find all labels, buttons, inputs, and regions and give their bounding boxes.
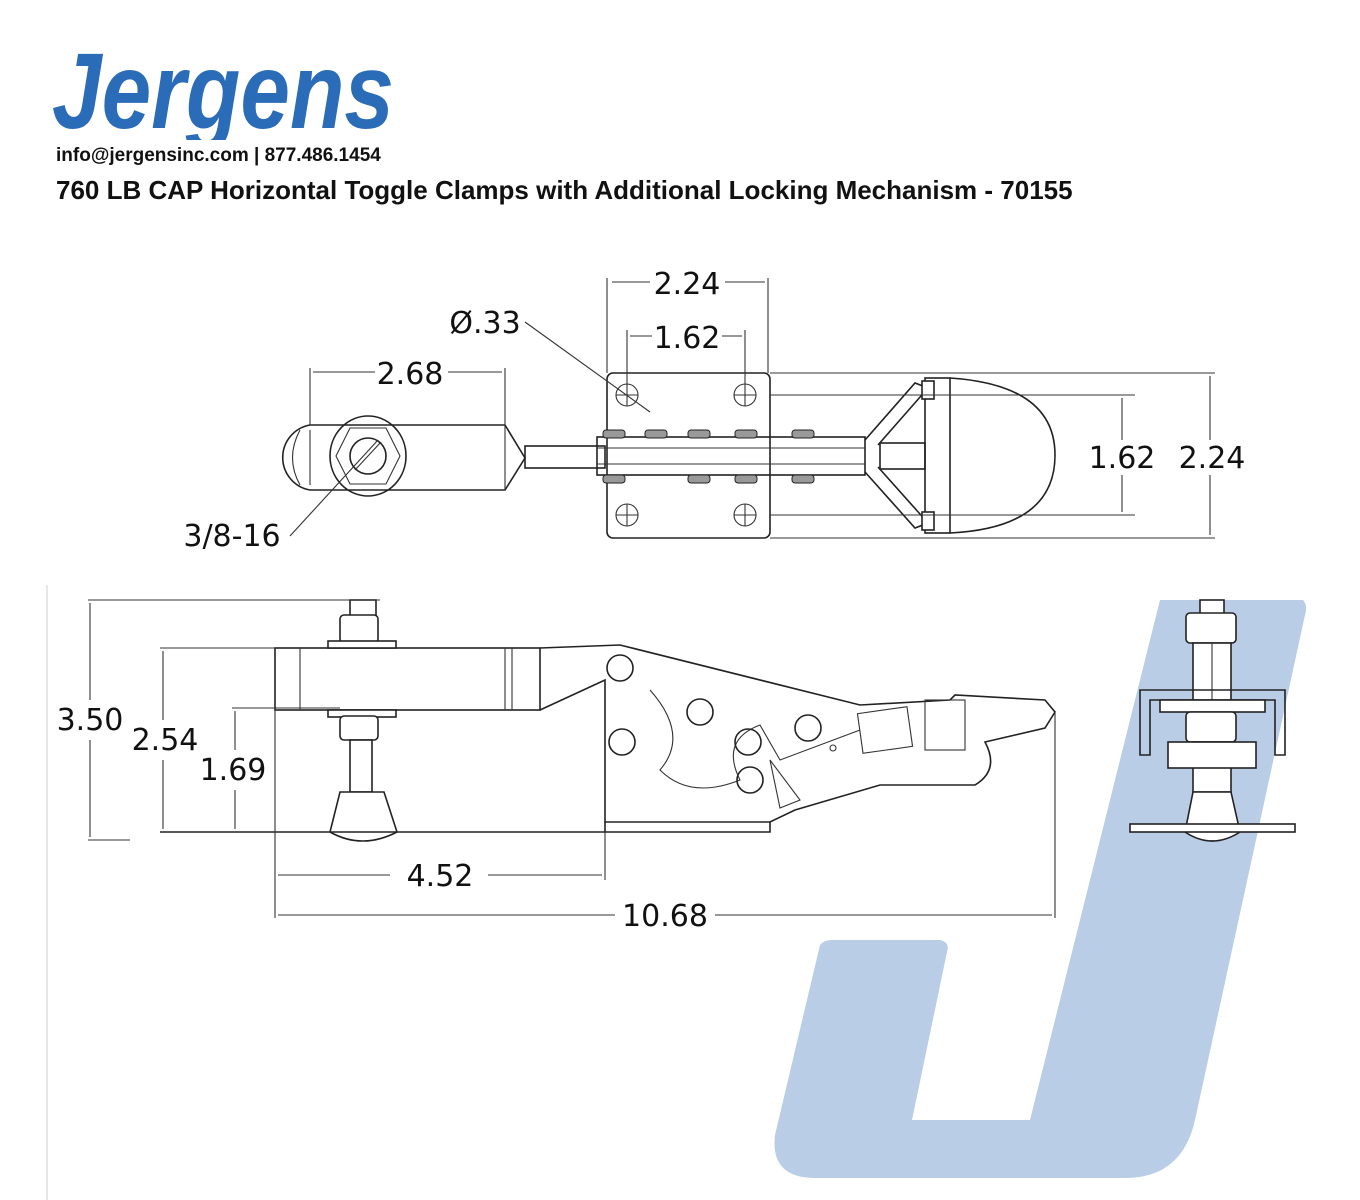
- dim-thread: 3/8-16: [183, 519, 280, 554]
- svg-text:Jergens: Jergens: [52, 40, 394, 140]
- top-view: 2.24 1.62 Ø.33 2.68 3/8-16 1.62 2.24: [183, 267, 1245, 554]
- jergens-logo: Jergens: [52, 40, 394, 140]
- dim-arm-height: 2.54: [132, 723, 199, 758]
- dim-hole-diameter: Ø.33: [449, 306, 520, 341]
- dim-plate-width: 2.24: [654, 267, 721, 302]
- dim-spindle-height: 1.69: [200, 753, 267, 788]
- side-view: 3.50 2.54 1.69 4.52 10.68: [57, 599, 1056, 934]
- dim-hole-spacing-x: 1.62: [654, 321, 721, 356]
- dim-overall-length: 10.68: [622, 899, 708, 934]
- dim-plate-height: 2.24: [1179, 441, 1246, 476]
- dim-spindle-to-base: 4.52: [407, 859, 474, 894]
- dim-spindle-slot: 2.68: [377, 357, 444, 392]
- end-view: [1129, 599, 1296, 842]
- dim-overall-height: 3.50: [57, 703, 124, 738]
- page-title: 760 LB CAP Horizontal Toggle Clamps with…: [56, 175, 1073, 205]
- dim-hole-spacing-y: 1.62: [1089, 441, 1156, 476]
- contact-info: info@jergensinc.com | 877.486.1454: [56, 145, 381, 166]
